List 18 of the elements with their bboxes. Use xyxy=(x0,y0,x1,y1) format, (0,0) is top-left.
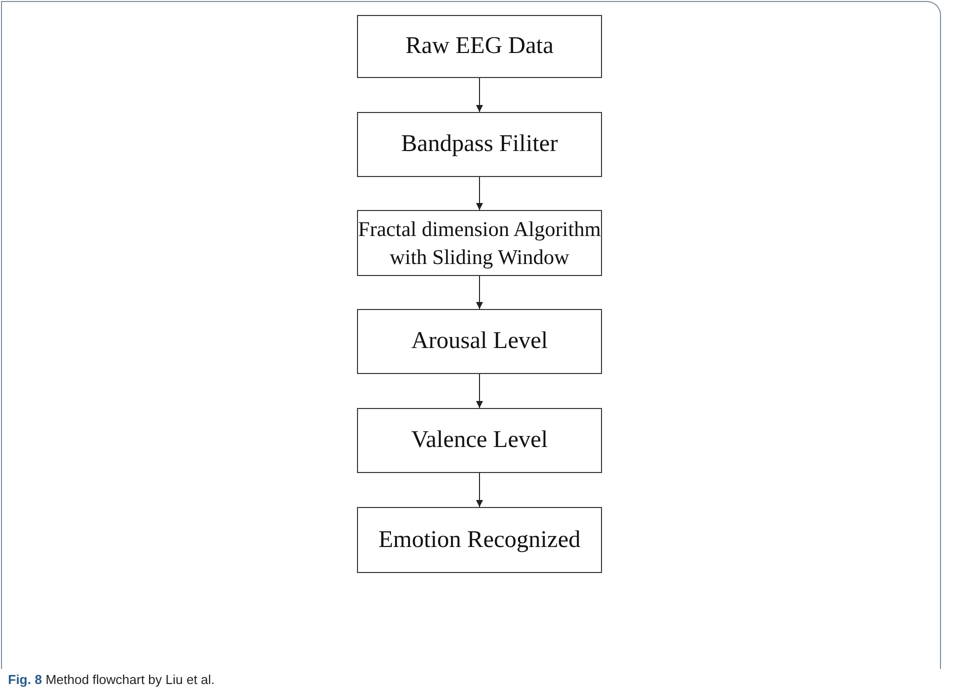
process-box xyxy=(357,507,602,573)
arrow xyxy=(476,176,483,210)
box-label: Bandpass Filiter xyxy=(401,130,558,160)
box-label: Emotion Recognized xyxy=(378,526,580,555)
box-label: Valence Level xyxy=(411,426,548,456)
arrow xyxy=(476,472,483,508)
box-label: Raw EEG Data xyxy=(406,32,554,62)
process-box xyxy=(357,309,602,374)
arrow xyxy=(476,78,483,112)
process-box xyxy=(357,210,602,276)
box-label: Fractal dimension Algorithm with Sliding Window xyxy=(358,216,601,271)
figure-caption: Fig. 8 Method flowchart by Liu et al. xyxy=(8,672,215,687)
process-box xyxy=(357,15,602,78)
process-box xyxy=(357,408,602,473)
arrow xyxy=(476,374,483,408)
process-box xyxy=(357,112,602,177)
arrow xyxy=(476,276,483,310)
box-label: Arousal Level xyxy=(411,327,548,356)
